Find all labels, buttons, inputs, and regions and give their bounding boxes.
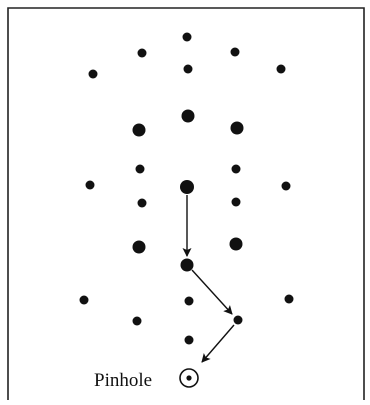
dot	[233, 315, 243, 325]
dot	[231, 197, 241, 207]
dot	[79, 295, 89, 305]
pinhole-label: Pinhole	[94, 370, 152, 391]
dot	[132, 316, 142, 326]
dot	[180, 258, 194, 272]
dot	[229, 237, 243, 251]
dot	[181, 109, 195, 123]
dot	[182, 32, 192, 42]
dot	[184, 335, 194, 345]
dot	[180, 180, 194, 194]
dot	[231, 164, 241, 174]
ray-path	[182, 195, 235, 363]
frame-border	[7, 7, 365, 400]
dot	[85, 180, 95, 190]
dot	[88, 69, 98, 79]
dot	[132, 240, 146, 254]
arrow-diagonal-right	[191, 269, 233, 315]
dot	[281, 181, 291, 191]
dot	[183, 64, 193, 74]
dot	[276, 64, 286, 74]
arrow-diagonal-left	[201, 324, 235, 363]
dot-lattice	[79, 32, 294, 345]
pinhole-icon	[179, 368, 199, 388]
dot	[184, 296, 194, 306]
dot	[284, 294, 294, 304]
dot	[132, 123, 146, 137]
dot	[137, 198, 147, 208]
dot	[137, 48, 147, 58]
dot	[230, 121, 244, 135]
dot	[135, 164, 145, 174]
dot	[230, 47, 240, 57]
